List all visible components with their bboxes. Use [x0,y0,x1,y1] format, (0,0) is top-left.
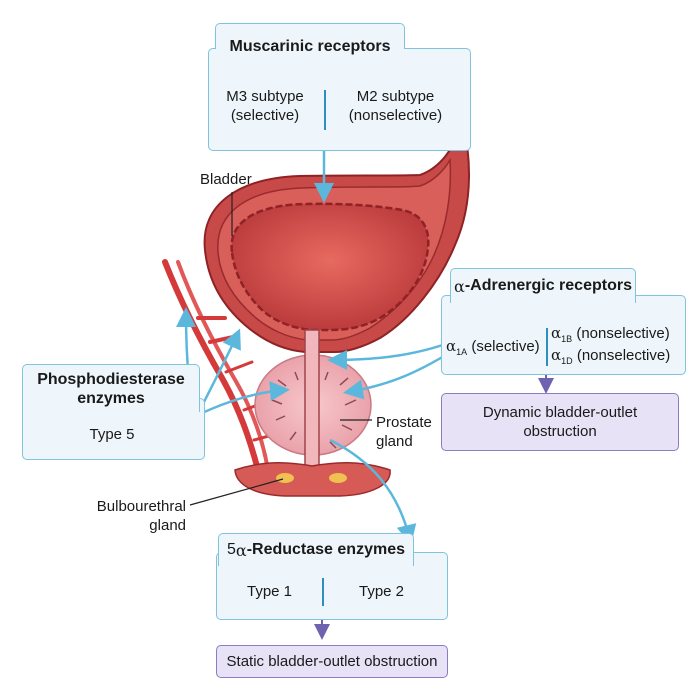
m3-line1: M3 subtype [226,88,304,105]
bulbourethral-label: Bulbourethral gland [91,497,186,535]
type2-label: Type 2 [358,583,405,600]
muscarinic-divider [324,90,326,130]
dynamic-line2: obstruction [523,423,597,440]
alpha1a-alpha: α [446,337,457,355]
pde-title-line2: enzymes [77,389,145,407]
pelvic-floor [234,461,391,497]
adrenergic-alpha: α [454,276,465,296]
bulbourethral-pointer [189,478,284,506]
adrenergic-title-tab: α-Adrenergic receptors [450,268,636,303]
dynamic-obstruction-box: Dynamic bladder-outlet obstruction [441,393,679,451]
alpha1b-label: α1B (nonselective) [551,324,670,349]
alpha1d-sub: 1D [561,356,573,366]
pde-title-line1: Phosphodiesterase [37,370,185,388]
reductase-divider [322,578,324,606]
reductase-alpha: α [235,540,247,560]
reductase-title: -Reductase enzymes [246,541,405,558]
reductase-prefix: 5 [226,541,236,558]
bladder-label: Bladder [200,171,252,188]
alpha1a-text: (selective) [467,338,540,355]
alpha1b-alpha: α [551,324,562,342]
m3-subtype-label: M3 subtype (selective) [210,87,320,125]
alpha1a-sub: 1A [456,347,468,357]
alpha1b-text: (nonselective) [572,325,670,342]
connector-arrows [176,150,463,545]
bulbourethral-line1: Bulbourethral [96,498,186,515]
pde-title-tab: Phosphodiesterase enzymes [22,364,200,412]
adrenergic-divider [546,328,548,366]
prostate-line1: Prostate [376,414,432,431]
alpha1d-label: α1D (nonselective) [551,346,670,371]
bladder-lumen [230,202,430,332]
bulbourethral-line2: gland [149,517,186,534]
adrenergic-receptors-box [441,295,686,375]
muscarinic-title-cover: Muscarinic receptors [216,24,404,70]
prostate-line2: gland [376,433,413,450]
prostate-label: Prostate gland [376,413,432,451]
alpha1d-text: (nonselective) [572,347,671,364]
type1-label: Type 1 [246,583,293,600]
m2-subtype-label: M2 subtype (nonselective) [333,87,458,125]
pde-type-label: Type 5 [89,426,135,443]
adrenergic-title: -Adrenergic receptors [464,277,632,294]
muscarinic-title-text: Muscarinic receptors [229,38,391,55]
m2-line2: (nonselective) [348,107,443,124]
m2-line1: M2 subtype [356,88,435,105]
dynamic-line1: Dynamic bladder-outlet [482,404,638,421]
static-obstruction-box: Static bladder-outlet obstruction [216,645,448,678]
alpha1d-alpha: α [551,346,562,364]
m3-line2: (selective) [230,107,300,124]
alpha1b-sub: 1B [561,334,573,344]
alpha1a-label: α1A (selective) [446,337,540,362]
